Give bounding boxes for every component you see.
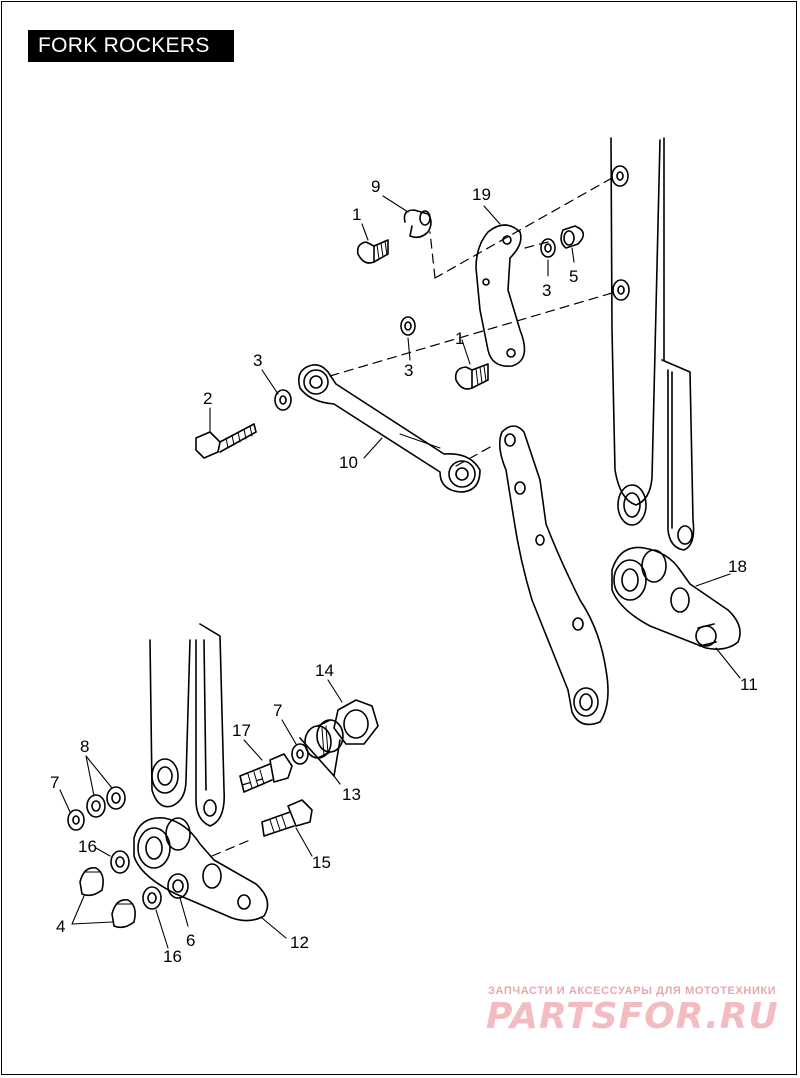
callout-16-upper: 16	[78, 837, 97, 856]
callout-3-rod: 3	[253, 351, 262, 370]
bolt-15	[261, 799, 313, 837]
link-rod-10	[298, 364, 481, 493]
bolt-17	[239, 753, 293, 793]
spacer-7-upper	[291, 743, 309, 765]
callout-6: 6	[186, 931, 195, 950]
bushing-6	[167, 873, 189, 899]
rocker-arm-center	[498, 425, 609, 726]
bracket-19	[475, 224, 526, 367]
bolt-1-lower	[454, 363, 489, 390]
washer-3-top	[540, 238, 556, 258]
callout-14: 14	[315, 661, 334, 680]
callout-numbers: 9 1 19 3 5 1 3 3 2 10 18 11 14 7 17 8 7 …	[50, 177, 758, 966]
bushings-8	[86, 786, 126, 818]
callout-7-lower: 7	[50, 773, 59, 792]
callout-3-top: 3	[542, 281, 551, 300]
callout-9: 9	[371, 177, 380, 196]
rocker-18	[611, 546, 741, 650]
callout-13: 13	[342, 785, 361, 804]
callout-12: 12	[290, 933, 309, 952]
callout-8: 8	[80, 737, 89, 756]
callout-11: 11	[740, 675, 758, 694]
washer-16-lower	[142, 886, 162, 910]
washer-16-upper	[110, 850, 130, 874]
callout-4: 4	[56, 917, 65, 936]
callout-2: 2	[203, 389, 212, 408]
callout-7-upper: 7	[273, 701, 282, 720]
watermark-tagline: ЗАПЧАСТИ И АКСЕССУАРЫ ДЛЯ МОТОТЕХНИКИ	[488, 985, 777, 997]
callout-1-lower: 1	[455, 329, 464, 348]
lower-fork-legs	[149, 623, 226, 827]
callout-19: 19	[472, 185, 491, 204]
washer-3-middle	[400, 316, 416, 336]
washer-3-rod	[274, 389, 292, 411]
bolt-2	[195, 423, 257, 459]
callout-16-lower: 16	[163, 947, 182, 966]
clip-9	[403, 209, 432, 239]
callout-17: 17	[232, 721, 251, 740]
watermark-logo: PARTSFOR.RU	[486, 996, 779, 1037]
callout-15: 15	[312, 853, 331, 872]
upper-fork-legs	[610, 137, 695, 551]
callout-3-middle: 3	[404, 361, 413, 380]
bolt-1-top	[356, 239, 389, 264]
rocker-12	[133, 817, 269, 922]
leader-lines	[59, 195, 741, 949]
bushing-13	[299, 719, 344, 777]
acorn-nut-5	[560, 225, 585, 249]
spacer-7-lower	[67, 809, 85, 831]
callout-18: 18	[728, 557, 747, 576]
callout-10: 10	[339, 453, 358, 472]
callout-5: 5	[569, 267, 578, 286]
nut-14	[333, 699, 379, 745]
callout-1-top: 1	[352, 205, 361, 224]
assembly-lines	[211, 177, 613, 857]
acorn-nuts-4	[79, 866, 136, 929]
diagram-title: FORK ROCKERS	[28, 30, 234, 62]
